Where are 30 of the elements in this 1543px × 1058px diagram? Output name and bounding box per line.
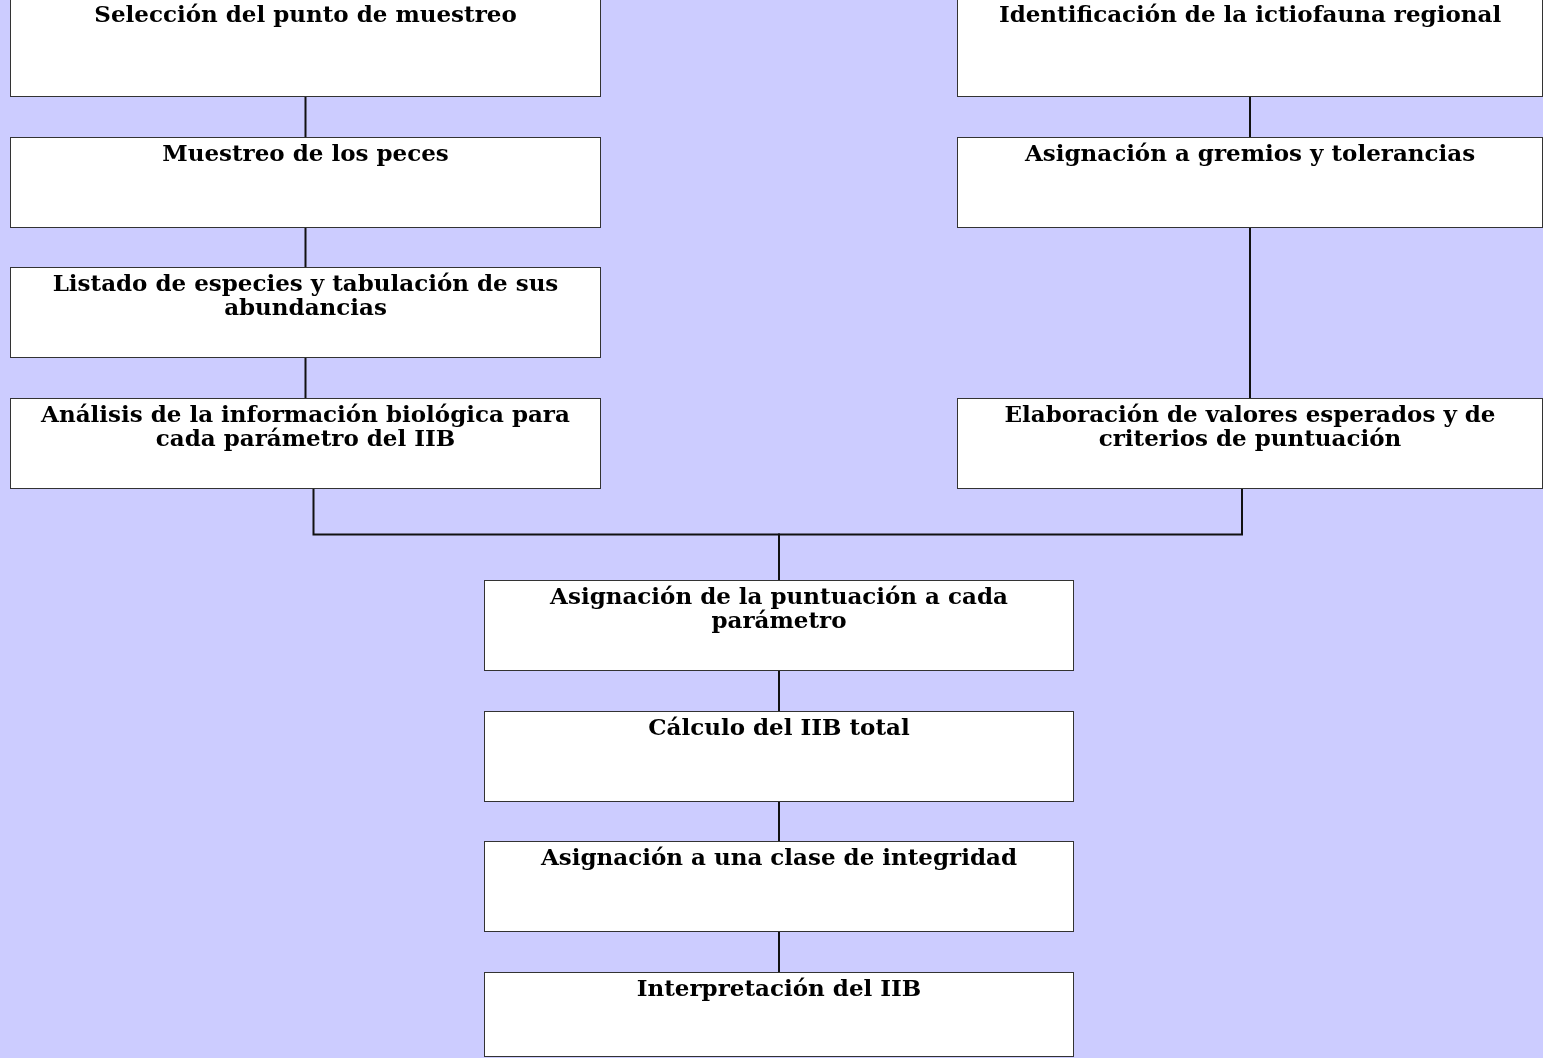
connector-line [304,357,307,399]
step-label: Elaboración de valores esperados y de criterios de puntuación [1003,399,1497,451]
process-box [484,841,1074,932]
step-label: Asignación a gremios y tolerancias [1023,138,1477,166]
step-label: Asignación a una clase de integridad [539,842,1018,870]
step-label: Listado de especies y tabulación de sus abundancias [51,268,560,320]
process-box [484,711,1074,802]
step-label: Muestreo de los peces [161,138,450,166]
process-box [957,398,1543,489]
process-box [10,398,601,489]
connector-line [304,227,307,268]
step-label: Cálculo del IIB total [647,712,911,740]
process-box [484,972,1074,1057]
process-box [10,137,601,228]
connector-line [304,96,307,138]
process-box [484,580,1074,671]
connector-line [778,931,780,973]
connector-line [1249,96,1251,138]
connector-line [778,801,780,842]
step-label: Asignación de la puntuación a cada parámetro [548,581,1009,633]
process-box [957,137,1543,228]
step-label: Análisis de la información biológica para cada parámetro del IIB [39,399,571,451]
connector-line [1249,227,1251,399]
step-label: Identificación de la ictiofauna regional [997,0,1503,27]
connector-line [778,670,780,712]
process-box [957,0,1543,97]
step-label: Selección del punto de muestreo [93,0,518,27]
process-box [10,0,601,97]
step-label: Interpretación del IIB [635,973,923,1001]
process-box [10,267,601,358]
